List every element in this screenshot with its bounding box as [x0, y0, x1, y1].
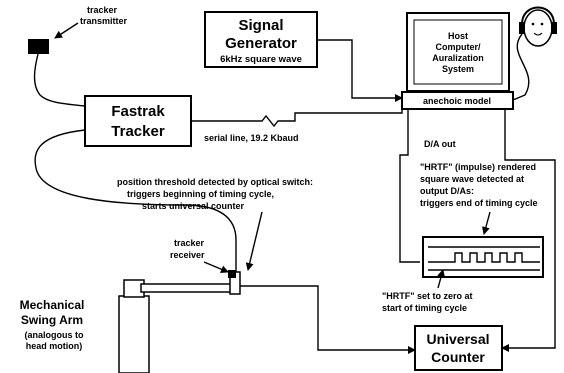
signal-generator-subtitle: 6kHz square wave — [220, 54, 302, 65]
swing-arm-label-1: Mechanical — [20, 298, 85, 312]
tracker-transmitter-label-2: transmitter — [80, 16, 128, 26]
da-out-label: D/A out — [424, 139, 456, 149]
headphone-cable — [512, 33, 530, 101]
tracker-receiver-label-1: tracker — [174, 238, 205, 248]
position-threshold-label-3: starts universal counter — [142, 201, 245, 211]
tracker-transmitter-label-1: tracker — [87, 5, 118, 15]
switch-to-counter-line — [240, 285, 416, 354]
hrtf-rendered-arrow — [481, 211, 491, 235]
anechoic-model-box — [401, 91, 514, 110]
monitor-screen — [413, 19, 503, 85]
receiver-cable — [34, 129, 237, 272]
receiver-pointer-arrow — [203, 261, 229, 273]
hrtf-rendered-label-1: "HRTF" (impulse) rendered — [420, 162, 536, 172]
universal-counter-label-2: Counter — [431, 349, 485, 365]
position-threshold-label-2: triggers beginning of timing cycle, — [127, 189, 274, 199]
transmitter-cable — [33, 53, 86, 107]
hrtf-rendered-label-2: square wave detected at — [420, 174, 524, 184]
fastrak-label-1: Fastrak — [111, 103, 165, 120]
universal-counter-box — [414, 325, 503, 371]
swing-arm-label-2: Swing Arm — [21, 313, 83, 327]
host-label-2: Computer/ — [436, 42, 481, 52]
swing-arm-label-3: (analogous to — [25, 330, 84, 340]
fastrak-label-2: Tracker — [111, 123, 165, 140]
optical-switch-arrow — [245, 211, 263, 271]
host-label-4: System — [442, 64, 474, 74]
signal-generator-title-1: Signal — [238, 17, 283, 34]
hrtf-zero-label-2: start of timing cycle — [382, 303, 467, 313]
host-label-3: Auralization — [432, 53, 484, 63]
hrtf-zero-arrow — [437, 269, 445, 289]
tracker-receiver-label-2: receiver — [170, 250, 205, 260]
signal-gen-to-host-line — [317, 39, 403, 102]
universal-counter-label-1: Universal — [426, 331, 489, 347]
square-wave-trace — [428, 246, 540, 271]
hrtf-rendered-label-4: triggers end of timing cycle — [420, 198, 538, 208]
anechoic-model-label: anechoic model — [423, 96, 491, 106]
serial-line — [191, 109, 403, 128]
da-out-to-counter-line — [501, 109, 556, 352]
tracker-transmitter-block — [28, 39, 49, 54]
fastrak-tracker-box — [84, 95, 192, 147]
waveform-display-box — [422, 236, 544, 278]
signal-generator-box — [204, 11, 318, 68]
da-out-feed-line — [399, 145, 420, 263]
signal-generator-title-2: Generator — [225, 35, 297, 52]
host-label-1: Host — [448, 31, 468, 41]
listener-head-icon — [519, 6, 557, 47]
position-threshold-label-1: position threshold detected by optical s… — [117, 177, 313, 187]
swing-arm-assembly — [118, 270, 241, 373]
hrtf-zero-label-1: "HRTF" set to zero at — [382, 291, 473, 301]
serial-line-label: serial line, 19.2 Kbaud — [204, 133, 299, 143]
transmitter-pointer-arrow — [54, 22, 79, 39]
swing-arm-label-4: head motion) — [26, 341, 83, 351]
hrtf-rendered-label-3: output D/As: — [420, 186, 474, 196]
